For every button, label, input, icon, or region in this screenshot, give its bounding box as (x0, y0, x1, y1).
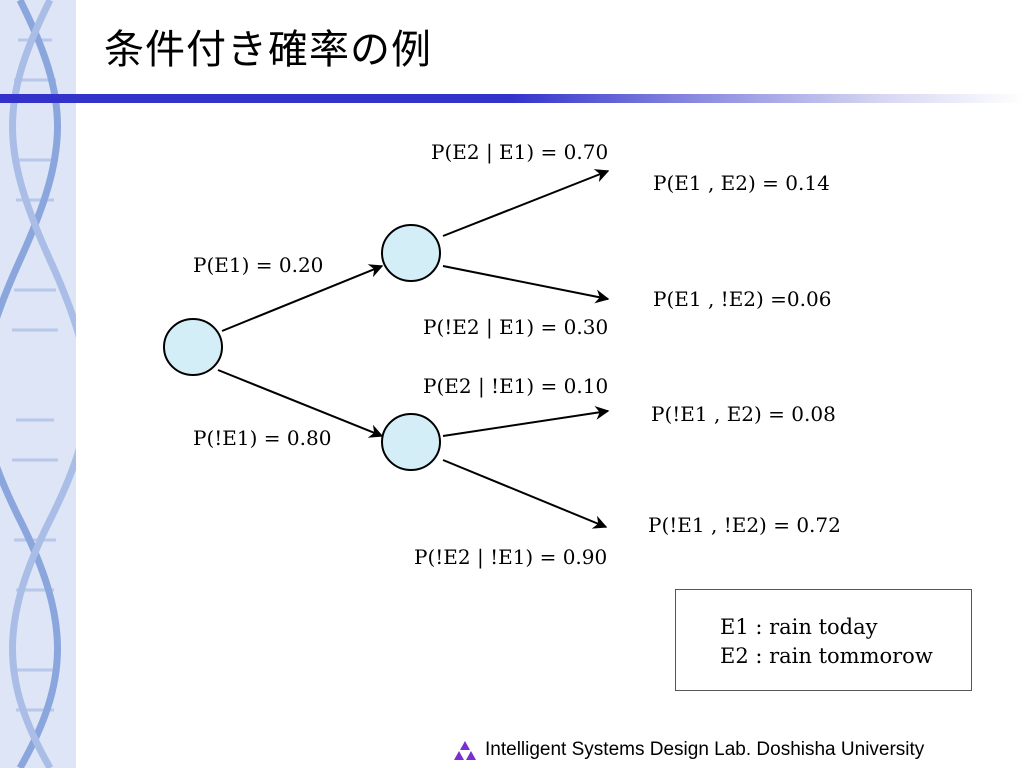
slide-title: 条件付き確率の例 (104, 27, 432, 73)
legend-box: E1 : rain today E2 : rain tommorow (675, 589, 972, 691)
side-decoration (0, 0, 91, 770)
label-p-not-e2-given-not-e1: P(!E2 | !E1) = 0.90 (414, 545, 608, 569)
node-e1 (381, 224, 441, 282)
label-p-e2-given-not-e1: P(E2 | !E1) = 0.10 (423, 374, 609, 398)
label-p-not-e2-given-e1: P(!E2 | E1) = 0.30 (423, 315, 609, 339)
legend-e1: E1 : rain today (720, 615, 878, 639)
title-underline-bar (0, 94, 1024, 103)
footer-text: Intelligent Systems Design Lab. Doshisha… (485, 739, 925, 760)
footer: Intelligent Systems Design Lab. Doshisha… (452, 737, 924, 763)
label-p-e2-given-e1: P(E2 | E1) = 0.70 (431, 140, 609, 164)
outcome-e1-e2: P(E1 , E2) = 0.14 (653, 171, 830, 195)
outcome-e1-not-e2: P(E1 , !E2) =0.06 (653, 287, 832, 311)
outcome-not-e1-e2: P(!E1 , E2) = 0.08 (651, 402, 836, 426)
edge-e1-to-e2 (442, 169, 610, 237)
lab-logo-icon (454, 741, 476, 760)
edge-root-to-e1 (221, 264, 384, 332)
legend-e2: E2 : rain tommorow (720, 644, 933, 668)
node-not-e1 (381, 413, 441, 471)
root-node (163, 318, 223, 376)
edge-not-e1-to-e2 (442, 405, 610, 437)
edge-not-e1-to-not-e2 (442, 459, 608, 529)
edge-e1-to-not-e2 (442, 265, 610, 304)
edge-root-to-not-e1 (217, 369, 384, 438)
label-p-not-e1: P(!E1) = 0.80 (193, 426, 332, 450)
label-p-e1: P(E1) = 0.20 (193, 253, 324, 277)
outcome-not-e1-not-e2: P(!E1 , !E2) = 0.72 (648, 513, 841, 537)
